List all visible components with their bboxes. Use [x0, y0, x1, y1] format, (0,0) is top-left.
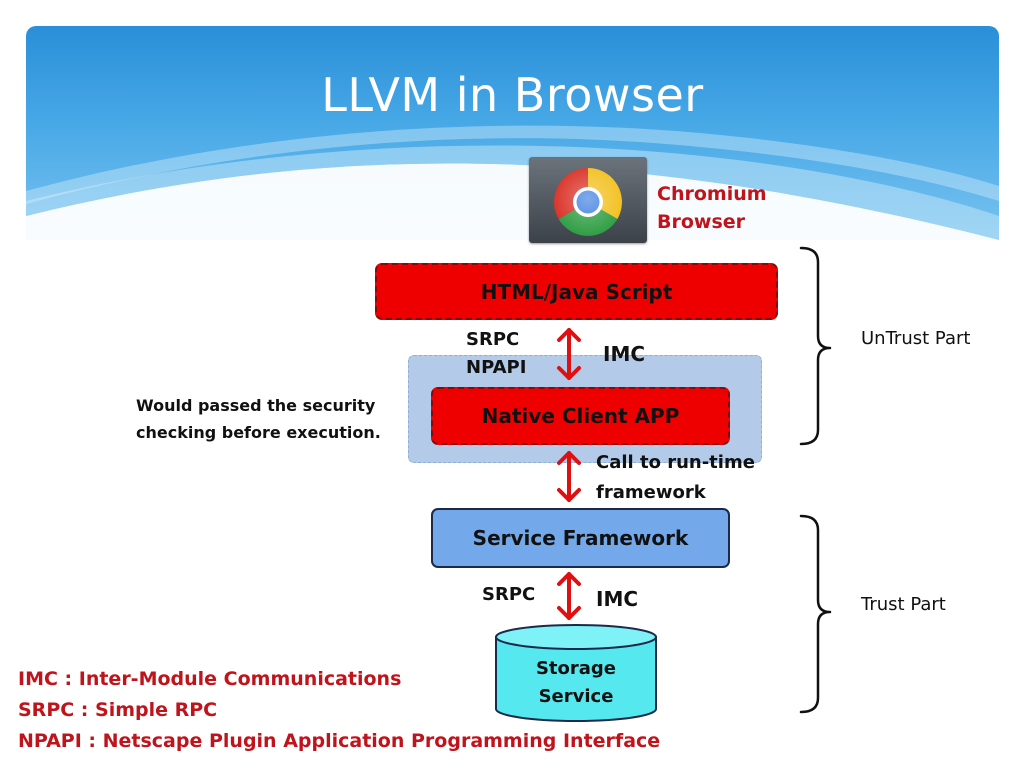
storage-service-label: Storage Service — [535, 658, 617, 707]
page-title: LLVM in Browser — [321, 68, 704, 122]
banner-wave-decoration — [26, 125, 999, 240]
top-imc-label: IMC — [603, 342, 646, 366]
legend-item: SRPC : Simple RPC — [18, 699, 218, 721]
trust-bracket — [799, 514, 832, 714]
untrust-part-label: UnTrust Part — [861, 328, 971, 349]
native-client-app-box: Native Client APP — [431, 387, 730, 445]
nacl-to-service-arrow — [557, 451, 581, 502]
html-javascript-box: HTML/Java Script — [375, 263, 778, 320]
database-icon — [495, 624, 657, 722]
legend-item: NPAPI : Netscape Plugin Application Prog… — [18, 730, 661, 752]
legend-item: IMC : Inter-Module Communications — [18, 668, 402, 690]
security-note: Would passed the security checking befor… — [136, 396, 381, 442]
html-to-nacl-arrow — [557, 328, 581, 380]
storage-service-cylinder: Storage Service — [494, 623, 658, 723]
chromium-browser-label: Chromium Browser — [657, 183, 767, 233]
title-banner — [26, 26, 999, 240]
runtime-call-label: Call to run-time framework — [596, 452, 755, 503]
top-protocols-label: SRPC NPAPI — [466, 329, 527, 378]
trust-part-label: Trust Part — [861, 594, 946, 615]
bottom-imc-label: IMC — [596, 587, 639, 611]
chrome-logo-tile — [529, 157, 647, 243]
service-framework-box: Service Framework — [431, 508, 730, 568]
untrust-bracket — [799, 246, 832, 446]
chrome-icon — [554, 168, 622, 236]
service-to-storage-arrow — [557, 572, 581, 620]
bottom-srpc-label: SRPC — [482, 584, 536, 605]
abbreviation-legend: IMC : Inter-Module Communications SRPC :… — [18, 664, 660, 757]
